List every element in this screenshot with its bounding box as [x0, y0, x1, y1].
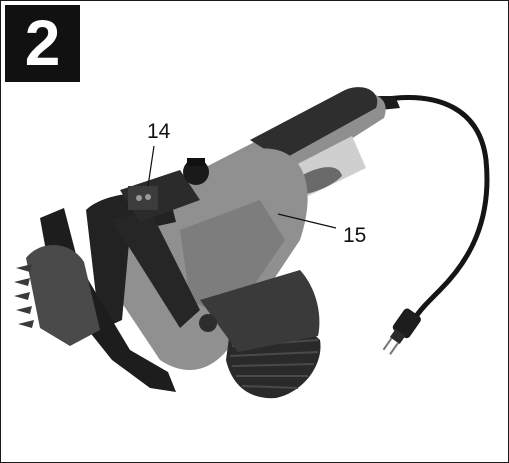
leader-line-15	[277, 213, 337, 229]
power-plug	[382, 308, 421, 355]
callout-14: 14	[147, 120, 171, 143]
front-handle-bar	[112, 210, 200, 328]
figure-number-badge: 2	[5, 5, 80, 82]
chain-bar-head	[26, 244, 100, 346]
leader-line-14	[147, 145, 155, 187]
housing-shadow	[180, 200, 285, 320]
rear-handle-grip	[250, 87, 378, 160]
oil-level-window	[128, 186, 158, 210]
power-cord	[377, 95, 490, 321]
front-handle	[86, 193, 176, 330]
screw-boss	[199, 314, 217, 332]
motor-base	[200, 270, 320, 352]
chain-teeth	[14, 264, 34, 328]
callout-15: 15	[343, 224, 367, 247]
